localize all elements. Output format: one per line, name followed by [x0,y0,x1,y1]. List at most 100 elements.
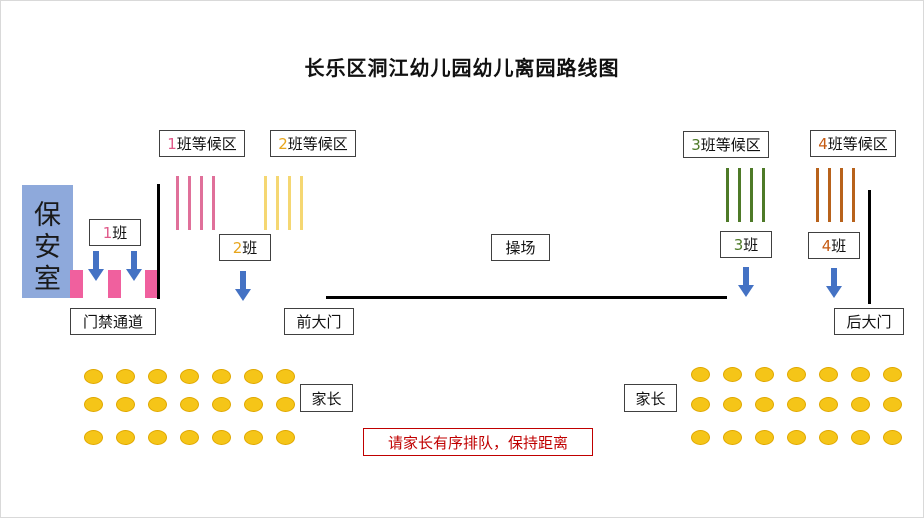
parent-dot [691,430,710,445]
zone-text: 班等候区 [176,135,237,153]
class-text: 班 [112,224,128,242]
parent-dot [883,397,902,412]
passage-block [108,270,121,298]
waiting-stripe [840,168,843,222]
class-num: 2 [232,238,243,257]
parent-dot [212,397,231,412]
class-num: 4 [821,236,832,255]
parent-dot [276,397,295,412]
parent-dot [691,397,710,412]
parent-dot [787,397,806,412]
waiting-stripe [288,176,291,230]
parent-dot [116,397,135,412]
back-gate-label: 后大门 [834,308,904,335]
wall-left [157,184,160,299]
parent-dot [851,397,870,412]
parent-dot [723,397,742,412]
parent-dot [148,397,167,412]
zone-text: 班等候区 [287,135,348,153]
waiting-stripe [750,168,753,222]
parent-dot [212,369,231,384]
parent-dot [851,430,870,445]
passage-block [70,270,83,298]
waiting-stripe [200,176,203,230]
class-num: 3 [733,235,744,254]
front-gate-label: 前大门 [284,308,354,335]
parent-dot [883,367,902,382]
waiting-stripe [276,176,279,230]
parent-dot [180,397,199,412]
parent-dot [723,430,742,445]
parent-dot [819,367,838,382]
parents-label-right: 家长 [624,384,677,412]
waiting-stripe [212,176,215,230]
guard-room-char: 室 [34,264,61,295]
waiting-stripe [188,176,191,230]
down-arrow-icon [826,268,842,298]
parent-dot [84,397,103,412]
parents-label-left: 家长 [300,384,353,412]
parent-dot [180,369,199,384]
parent-dot [148,430,167,445]
parent-dot [244,397,263,412]
parent-dot [244,430,263,445]
zone-text: 班等候区 [827,135,888,153]
parent-dot [787,367,806,382]
parent-dot [755,367,774,382]
class-text: 班 [831,237,847,255]
down-arrow-icon [88,251,104,281]
waiting-stripe [300,176,303,230]
parent-dot [84,430,103,445]
down-arrow-icon [738,267,754,297]
parent-dot [883,430,902,445]
class-text: 班 [743,236,759,254]
waiting-stripe [828,168,831,222]
guard-room: 保 安 室 [22,185,73,298]
waiting-stripe [726,168,729,222]
zone-text: 班等候区 [700,136,761,154]
parent-dot [819,430,838,445]
parent-dot [84,369,103,384]
parent-dot [180,430,199,445]
parent-dot [148,369,167,384]
parent-dot [755,430,774,445]
parent-dot [244,369,263,384]
playground-label: 操场 [491,234,550,261]
parent-dot [116,369,135,384]
parent-dot [851,367,870,382]
guard-room-char: 安 [34,232,61,263]
parent-dot [212,430,231,445]
guard-room-char: 保 [34,200,61,231]
wall-right [868,190,871,304]
playground-boundary [326,296,727,299]
zone-num: 1 [167,134,177,153]
class-num: 1 [102,223,113,242]
waiting-stripe [762,168,765,222]
zone-num: 4 [818,134,828,153]
parent-dot [276,430,295,445]
waiting-stripe [264,176,267,230]
passage-block [145,270,158,298]
parent-dot [787,430,806,445]
parent-dot [691,367,710,382]
diagram-title: 长乐区洞江幼儿园幼儿离园路线图 [304,56,620,80]
waiting-stripe [816,168,819,222]
parent-dot [723,367,742,382]
notice-banner: 请家长有序排队，保持距离 [363,428,593,456]
parent-dot [755,397,774,412]
parent-dot [276,369,295,384]
zone-num: 3 [691,135,701,154]
waiting-stripe [852,168,855,222]
parent-dot [116,430,135,445]
waiting-stripe [738,168,741,222]
parent-dot [819,397,838,412]
zone-num: 2 [278,134,288,153]
waiting-stripe [176,176,179,230]
class-text: 班 [242,239,258,257]
